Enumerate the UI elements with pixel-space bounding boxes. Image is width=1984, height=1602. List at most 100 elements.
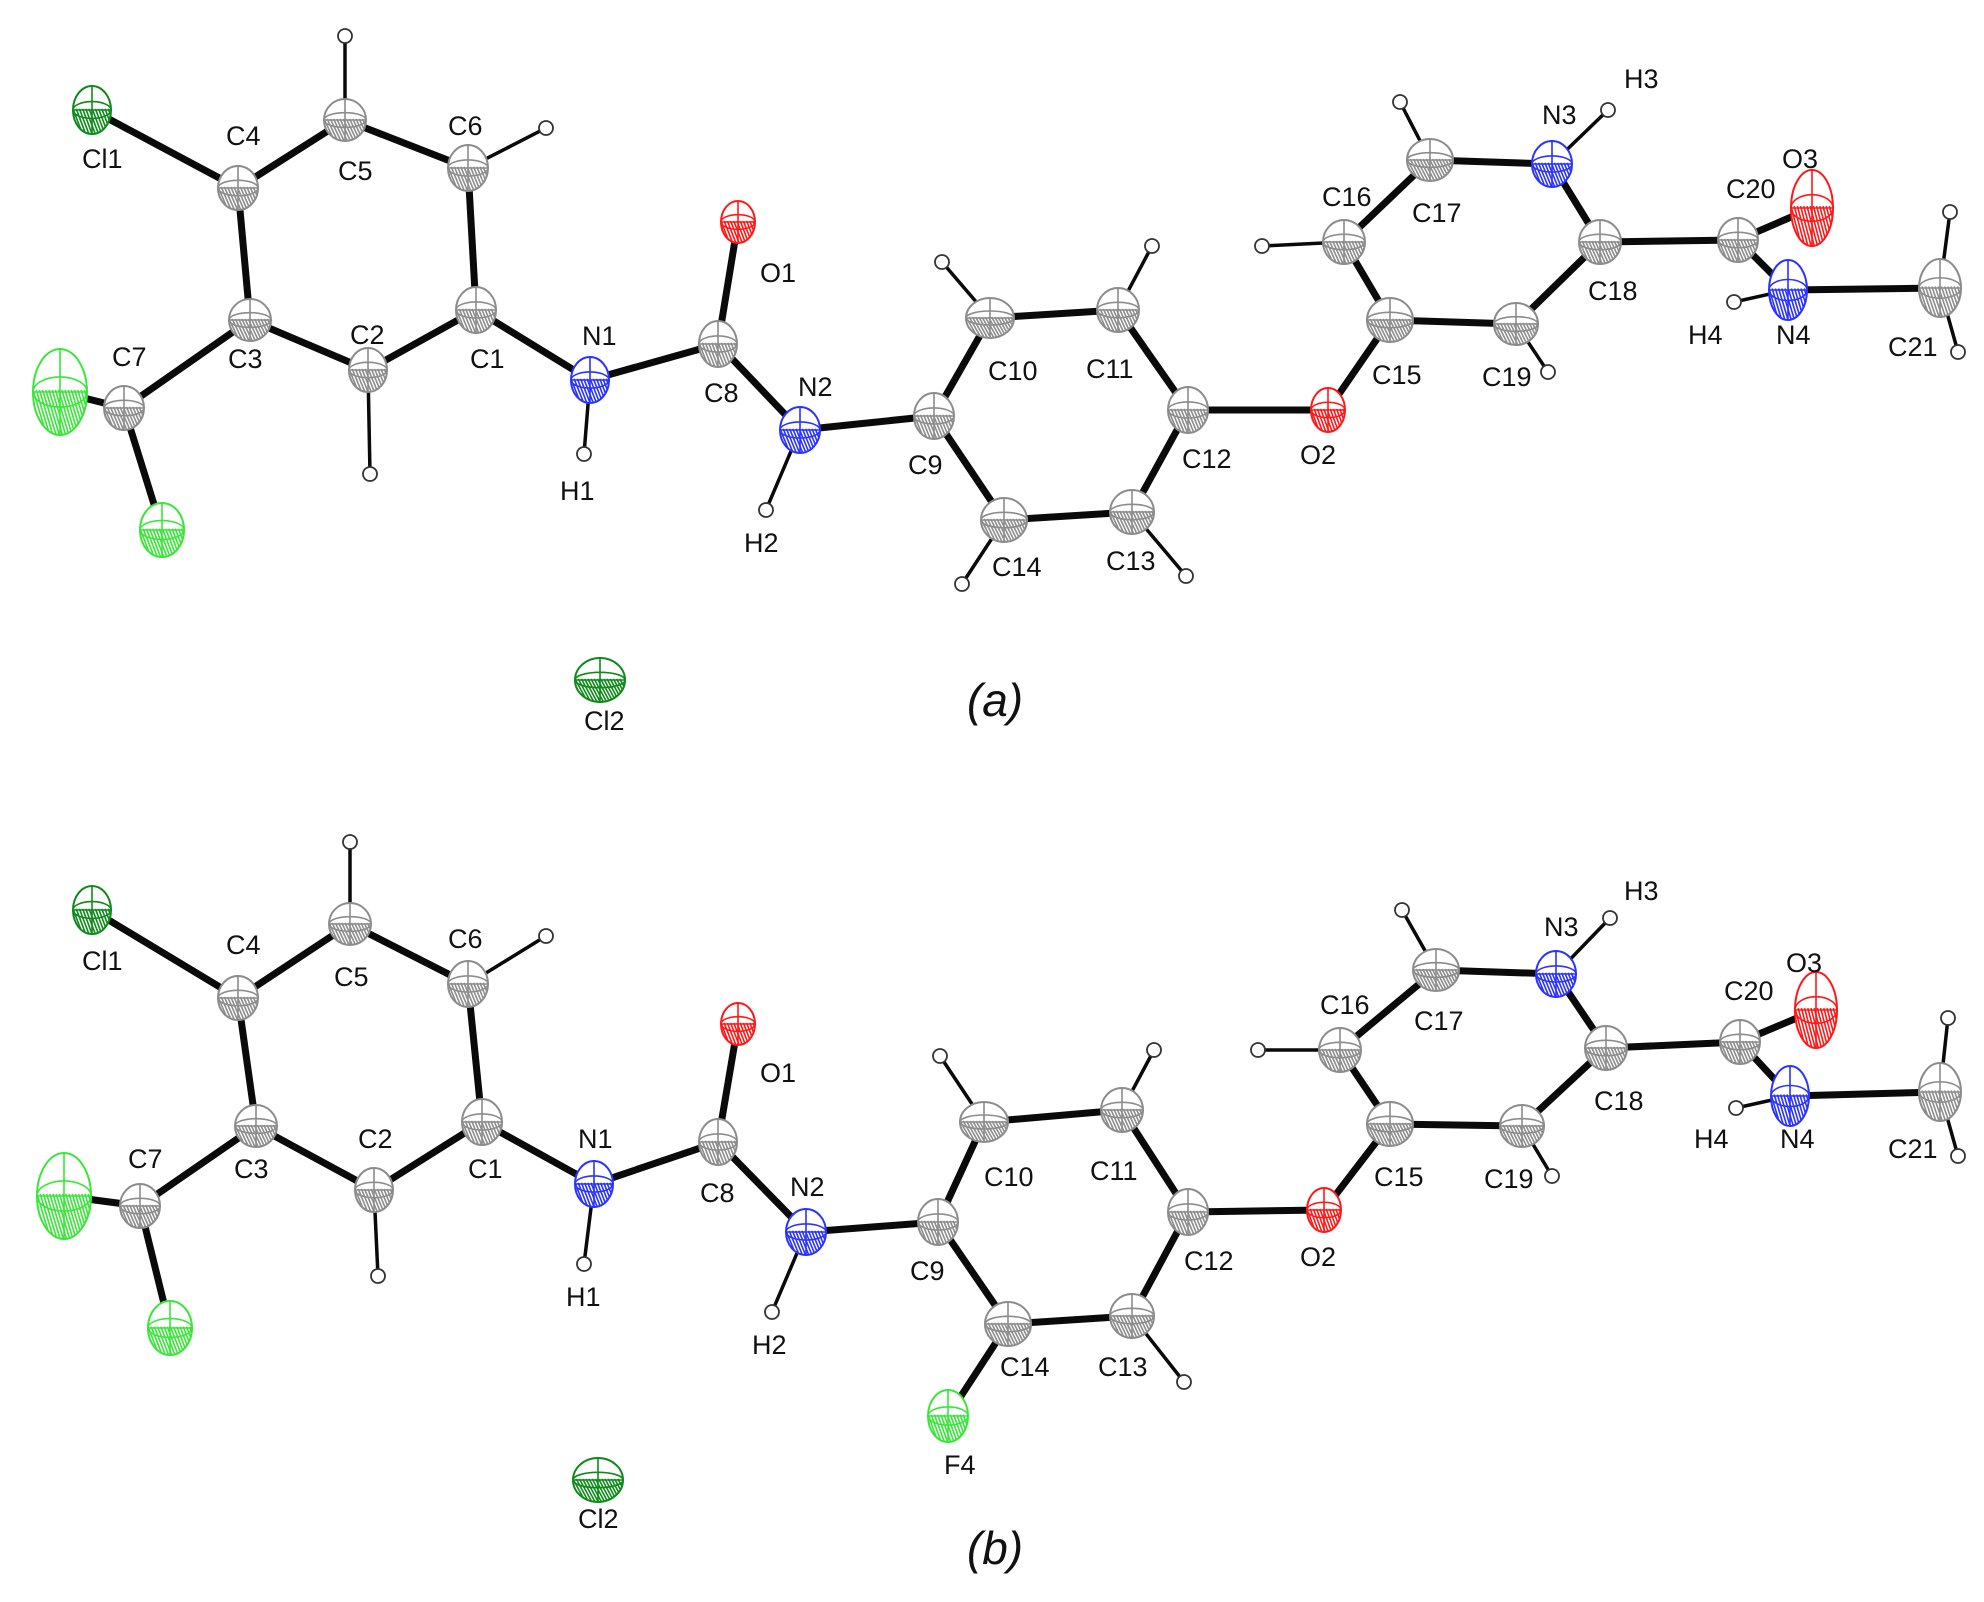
atom-C20 — [1719, 1019, 1761, 1065]
hydrogen-H14 — [954, 576, 970, 592]
atom-label-C21: C21 — [1888, 332, 1938, 362]
atom-C11 — [1096, 287, 1140, 333]
bond-C18-C20 — [1602, 1038, 1744, 1052]
bond-Cl1-C4 — [88, 906, 242, 1002]
hydrogen-H2 — [764, 1304, 780, 1320]
atom-O3 — [1794, 971, 1838, 1049]
atom-O2 — [1306, 1187, 1342, 1233]
bond-N4-C21 — [1784, 284, 1944, 294]
atom-label-C11: C11 — [1090, 1156, 1138, 1186]
atom-label-C21: C21 — [1888, 1134, 1938, 1164]
bond-C5-C6 — [346, 920, 472, 988]
atom-O1 — [720, 1002, 756, 1046]
atom-label-C8: C8 — [704, 378, 739, 408]
hydrogen-H10 — [932, 1048, 948, 1064]
atom-C13 — [1109, 489, 1155, 535]
hydrogen-H17 — [1392, 94, 1408, 110]
atom-C1 — [455, 286, 497, 334]
atom-label-N1: N1 — [582, 321, 617, 351]
atom-label-N4: N4 — [1780, 1124, 1815, 1154]
atom-C13 — [1109, 1293, 1155, 1339]
atom-O1 — [720, 200, 756, 244]
atom-label-C19: C19 — [1482, 362, 1532, 392]
atom-label-C20: C20 — [1724, 976, 1774, 1006]
hydrogen-H21a — [1940, 1010, 1956, 1026]
atom-C15 — [1366, 297, 1414, 343]
atom-C2 — [348, 347, 388, 393]
panel-a-label: (a) — [967, 674, 1023, 726]
hydrogen-H17 — [1394, 902, 1410, 918]
atom-label-H3: H3 — [1624, 64, 1659, 94]
hydrogen-H4 — [1726, 294, 1742, 310]
atom-label-C2: C2 — [358, 1124, 393, 1154]
atom-label-O3: O3 — [1782, 144, 1818, 174]
hydrogen-H16 — [1254, 238, 1270, 254]
bond-N4-C21 — [1786, 1088, 1944, 1100]
atom-C4 — [217, 165, 259, 211]
bond-C1-N1 — [472, 306, 594, 384]
atom-label-C1: C1 — [468, 1154, 503, 1184]
atom-N3 — [1531, 140, 1573, 188]
atom-label-C3: C3 — [228, 344, 263, 374]
atom-C21 — [1918, 1062, 1962, 1122]
hydrogen-H2c — [362, 466, 378, 482]
atom-C7 — [103, 385, 145, 431]
atom-Cl_a — [32, 348, 88, 436]
hydrogen-H2 — [758, 502, 774, 518]
panel-a-hydrogens — [337, 28, 1966, 592]
atom-label-O1: O1 — [760, 258, 796, 288]
bond-N2-C9 — [796, 412, 938, 434]
atom-label-N3: N3 — [1542, 100, 1577, 130]
bond-N2-C9 — [802, 1218, 942, 1236]
atom-C14 — [984, 1301, 1032, 1347]
atom-label-H4: H4 — [1688, 320, 1723, 350]
atom-C7 — [119, 1183, 161, 1229]
atom-Cl_b — [147, 1300, 193, 1356]
atom-C21 — [1918, 258, 1962, 318]
hydrogen-H10 — [934, 254, 950, 270]
atom-C16 — [1318, 1027, 1362, 1073]
hydrogen-H1 — [576, 1256, 592, 1272]
atom-label-C7: C7 — [128, 1144, 163, 1174]
bond-C18-C20 — [1596, 236, 1742, 246]
atom-C4 — [217, 975, 259, 1021]
bond-C12-O2 — [1184, 1206, 1328, 1216]
atom-C10 — [965, 297, 1015, 339]
hydrogen-H4 — [1728, 1100, 1744, 1116]
atom-C18 — [1578, 219, 1622, 265]
atom-label-C14: C14 — [992, 552, 1042, 582]
atom-C6 — [447, 144, 489, 192]
atom-C18 — [1584, 1025, 1628, 1071]
atom-label-Cl2: Cl2 — [584, 706, 625, 736]
bond-C3-C7 — [120, 316, 254, 412]
atom-C20 — [1717, 217, 1759, 263]
atom-label-C6: C6 — [448, 111, 483, 141]
atom-label-C4: C4 — [226, 930, 261, 960]
atom-label-H1: H1 — [566, 1282, 601, 1312]
atom-label-C18: C18 — [1588, 276, 1638, 306]
atom-label-Cl1: Cl1 — [82, 144, 123, 174]
bond-N1-C8 — [590, 1138, 722, 1188]
atom-label-N4: N4 — [1776, 320, 1811, 350]
panel-b-hydrogens — [342, 834, 1966, 1390]
panel-a-atoms — [32, 85, 1962, 703]
atom-N1 — [574, 1160, 614, 1208]
hydrogen-H5 — [337, 28, 353, 44]
atom-label-C9: C9 — [910, 1256, 945, 1286]
hydrogen-H5 — [342, 834, 358, 850]
atom-label-C3: C3 — [234, 1154, 269, 1184]
atom-N2 — [779, 406, 821, 454]
atom-C10 — [959, 1101, 1009, 1143]
atom-label-C5: C5 — [338, 156, 373, 186]
atom-label-C15: C15 — [1374, 1162, 1424, 1192]
atom-label-C7: C7 — [112, 342, 147, 372]
hydrogen-H13 — [1176, 1374, 1192, 1390]
atom-C16 — [1322, 219, 1366, 265]
atom-label-C2: C2 — [350, 320, 385, 350]
atom-label-Cl2: Cl2 — [578, 1504, 619, 1534]
atom-label-C10: C10 — [988, 356, 1038, 386]
atom-C15 — [1366, 1101, 1414, 1147]
